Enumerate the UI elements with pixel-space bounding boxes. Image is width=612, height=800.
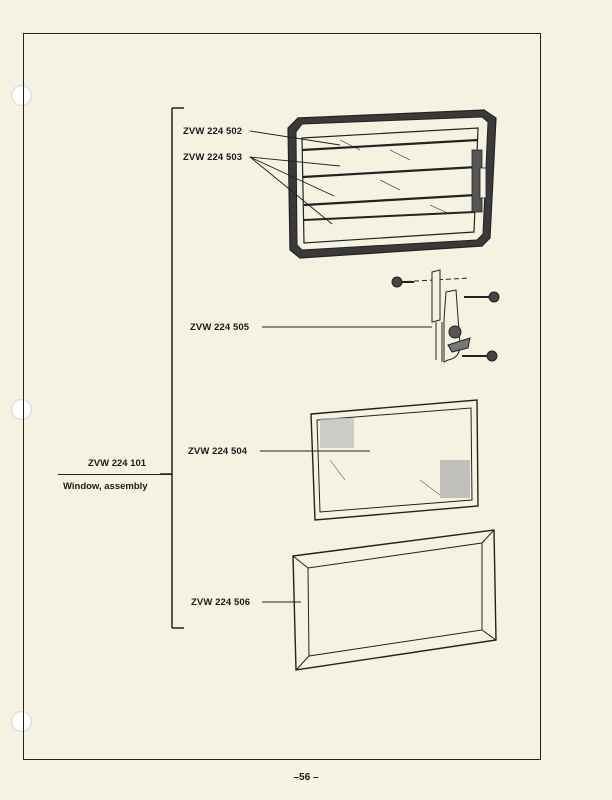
binder-hole-top xyxy=(11,85,32,106)
part-label-505: ZVW 224 505 xyxy=(190,322,250,333)
assembly-name: Window, assembly xyxy=(63,481,148,492)
part-label-502: ZVW 224 502 xyxy=(183,126,243,137)
part-label-504: ZVW 224 504 xyxy=(188,446,248,457)
louvre-window-drawing xyxy=(287,109,497,259)
part-label-506: ZVW 224 506 xyxy=(191,597,251,608)
binder-hole-middle xyxy=(11,399,32,420)
assembly-divider xyxy=(58,474,172,475)
part-label-503: ZVW 224 503 xyxy=(183,152,243,163)
binder-hole-bottom xyxy=(11,711,32,732)
page-number: –56 – xyxy=(293,772,319,783)
glass-pane-drawing xyxy=(310,399,479,521)
leader-lines xyxy=(249,130,432,603)
hinge-drawing xyxy=(391,269,500,363)
window-frame-drawing xyxy=(292,529,497,671)
assembly-bracket xyxy=(160,107,184,629)
assembly-part-number: ZVW 224 101 xyxy=(88,458,147,469)
page-border xyxy=(23,33,541,760)
